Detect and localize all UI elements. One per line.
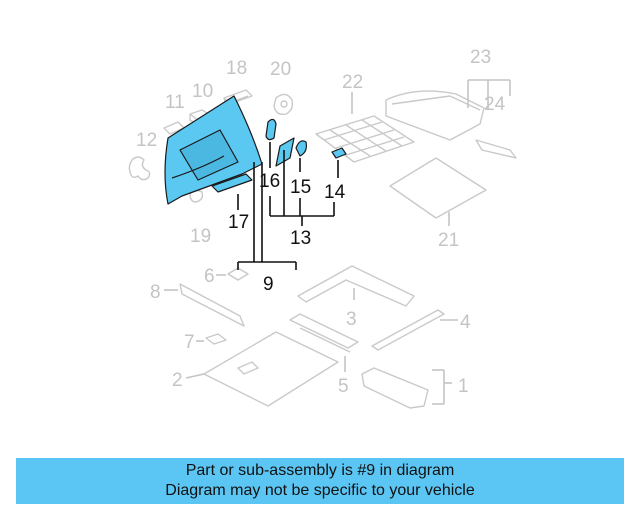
callout-21: 21: [438, 230, 459, 251]
dark-leader-lines: [237, 142, 339, 270]
callout-22: 22: [342, 72, 363, 93]
part-21-floor-mat: [389, 157, 487, 219]
callout-14: 14: [324, 182, 346, 203]
callout-2: 2: [172, 370, 183, 391]
parts-diagram: 1 2 3 4 5 6 7 8 10 11 12 18 19 20 21 22 …: [128, 47, 517, 409]
part-16-clip: [265, 118, 277, 141]
info-banner: Part or sub-assembly is #9 in diagram Di…: [16, 458, 624, 504]
callout-6: 6: [204, 266, 215, 287]
callout-7: 7: [184, 332, 195, 353]
callout-15: 15: [290, 177, 311, 198]
part-14-fastener: [331, 147, 347, 159]
callout-13: 13: [290, 228, 311, 249]
banner-line-2: Diagram may not be specific to your vehi…: [165, 482, 475, 499]
callout-3: 3: [346, 309, 357, 330]
gray-leader-lines: [164, 79, 511, 405]
part-22-cargo-net: [315, 115, 415, 163]
part-4-rail: [371, 309, 445, 351]
callout-5: 5: [338, 376, 349, 397]
callout-1: 1: [458, 376, 469, 397]
callout-20: 20: [270, 59, 291, 80]
part-12-clip: [128, 156, 151, 181]
part-1-trim: [361, 367, 429, 409]
callout-17: 17: [228, 212, 249, 233]
callout-9: 9: [263, 274, 274, 295]
callout-11: 11: [165, 92, 185, 113]
part-20-hook: [273, 93, 294, 116]
gray-callouts: 1 2 3 4 5 6 7 8 10 11 12 18 19 20 21 22 …: [136, 47, 506, 397]
part-3-panel: [297, 265, 415, 307]
part-2-floor-board: [203, 331, 339, 407]
callout-19: 19: [190, 226, 211, 247]
part-6-pad: [227, 267, 249, 281]
part-5-sill-panel: [289, 313, 359, 353]
part-23-tonneau-cover: [385, 90, 517, 159]
callout-18: 18: [226, 58, 247, 79]
callout-10: 10: [192, 81, 213, 102]
callout-8: 8: [150, 282, 161, 303]
callout-23: 23: [470, 47, 491, 68]
part-17-pad: [211, 173, 253, 193]
callout-12: 12: [136, 130, 157, 151]
part-9-quarter-trim-panel: [164, 95, 263, 205]
callout-16: 16: [259, 171, 280, 192]
callout-24: 24: [484, 94, 506, 115]
dark-callouts: 9 13 14 15 16 17: [228, 171, 346, 295]
part-7-pad: [205, 333, 227, 345]
callout-4: 4: [460, 312, 471, 333]
banner-line-1: Part or sub-assembly is #9 in diagram: [185, 462, 455, 479]
part-8-rail: [179, 283, 245, 327]
part-15-cover: [275, 137, 295, 167]
part-15-cover-b: [295, 140, 307, 157]
